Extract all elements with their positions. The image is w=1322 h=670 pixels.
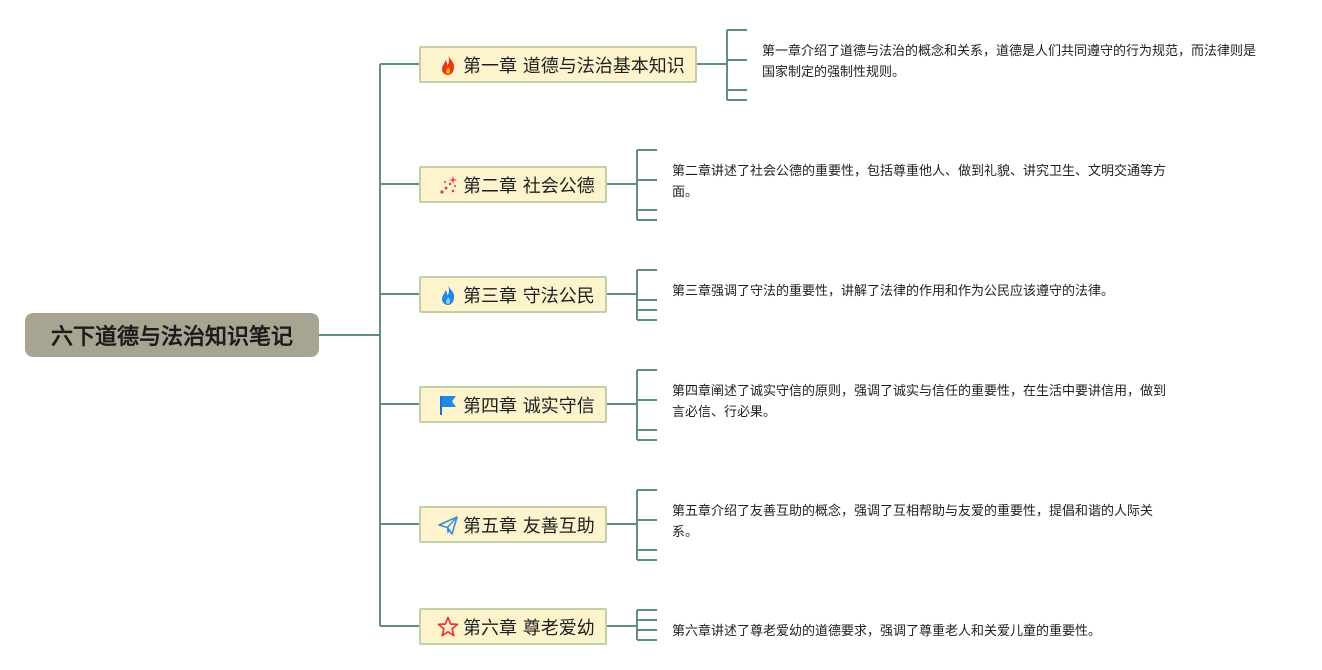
chapter-label-3: 第三章 守法公民 (463, 285, 595, 307)
chapter-label-6: 第六章 尊老爱幼 (463, 617, 595, 639)
chapter-description-1: 第一章介绍了道德与法治的概念和关系，道德是人们共同遵守的行为规范，而法律则是国家… (762, 44, 1257, 80)
water-flame-icon (437, 283, 459, 307)
chapter-label-5: 第五章 友善互助 (463, 515, 595, 537)
chapter-description-3: 第三章强调了守法的重要性，讲解了法律的作用和作为公民应该遵守的法律。 (672, 284, 1115, 299)
chapter-node-3[interactable]: 第三章 守法公民 (419, 276, 607, 313)
flag-icon (437, 393, 459, 417)
chapter-label-4: 第四章 诚实守信 (463, 395, 595, 417)
chapter-description-5: 第五章介绍了友善互助的概念，强调了互相帮助与友爱的重要性，提倡和谐的人际关系。 (672, 504, 1154, 540)
chapter-node-1[interactable]: 第一章 道德与法治基本知识 (419, 46, 697, 83)
fire-icon (437, 53, 459, 77)
star-icon (437, 615, 459, 639)
root-topic[interactable]: 六下道德与法治知识笔记 (25, 313, 319, 357)
paper-plane-icon (437, 513, 459, 537)
root-title: 六下道德与法治知识笔记 (50, 325, 293, 350)
chapter-label-2: 第二章 社会公德 (463, 175, 595, 197)
chapter-node-4[interactable]: 第四章 诚实守信 (419, 386, 607, 423)
chapter-label-1: 第一章 道德与法治基本知识 (463, 55, 685, 77)
chapter-description-6: 第六章讲述了尊老爱幼的道德要求，强调了尊重老人和关爱儿童的重要性。 (672, 624, 1102, 639)
chapter-description-2: 第二章讲述了社会公德的重要性，包括尊重他人、做到礼貌、讲究卫生、文明交通等方面。 (672, 164, 1167, 200)
chapter-description-4: 第四章阐述了诚实守信的原则，强调了诚实与信任的重要性，在生活中要讲信用，做到言必… (672, 384, 1167, 420)
chapter-node-6[interactable]: 第六章 尊老爱幼 (419, 608, 607, 645)
chapter-node-2[interactable]: 第二章 社会公德 (419, 166, 607, 203)
chapter-node-5[interactable]: 第五章 友善互助 (419, 506, 607, 543)
sparkle-icon (437, 173, 459, 197)
